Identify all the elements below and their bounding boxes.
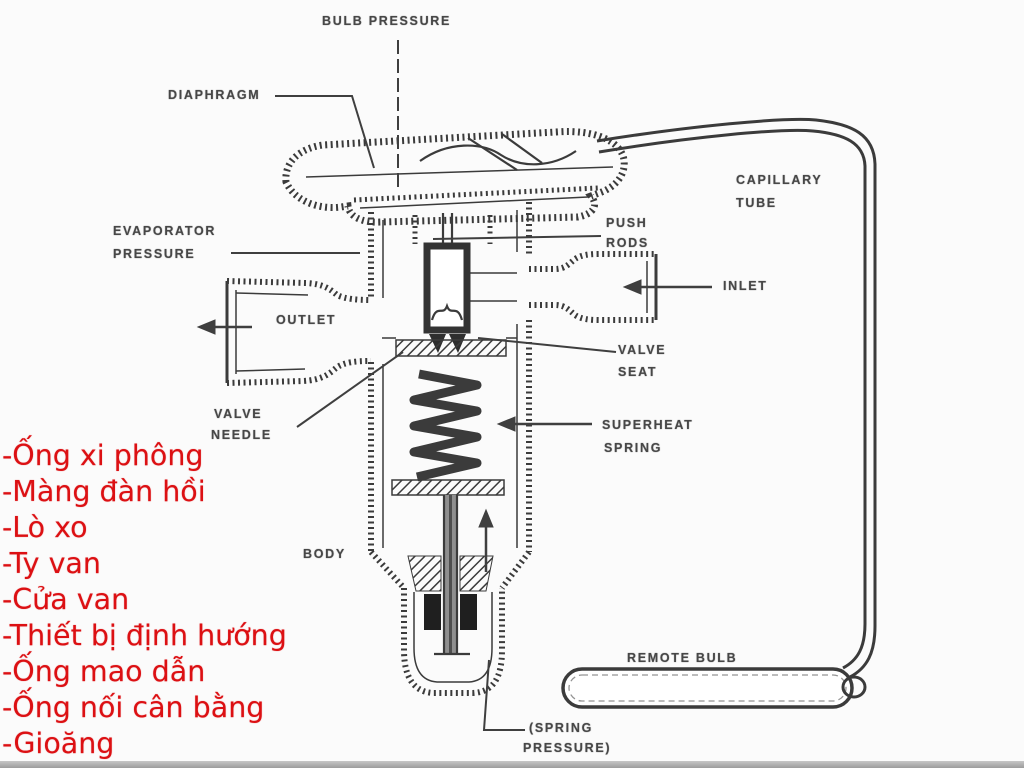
list-item: -Thiết bị định hướng <box>2 619 287 652</box>
valve-needle-label-1: VALVE <box>214 407 263 421</box>
capillary-tube-label-1: CAPILLARY <box>736 173 823 187</box>
superheat-spring-coil <box>391 369 505 496</box>
valve-body <box>368 202 532 696</box>
list-item: -Gioăng <box>2 727 115 760</box>
list-item: -Lò xo <box>2 511 88 544</box>
capillary-tube-line <box>596 117 877 679</box>
spring-pressure-label-2: PRESSURE) <box>523 741 612 755</box>
spring-pressure-arrow-head <box>478 508 494 528</box>
capillary-tube-label-2: TUBE <box>736 196 777 210</box>
diaphragm-housing <box>282 128 628 226</box>
remote-bulb-label: REMOTE BULB <box>627 651 738 665</box>
flow-arrows <box>196 279 712 572</box>
evaporator-pressure-label-2: PRESSURE <box>113 247 196 261</box>
evaporator-pressure-label-1: EVAPORATOR <box>113 224 217 238</box>
spring-pressure-label-1: (SPRING <box>529 721 593 735</box>
valve-seat-label-1: VALVE <box>618 343 667 357</box>
valve-needle-label-2: NEEDLE <box>211 428 272 442</box>
outlet-label: OUTLET <box>276 313 337 327</box>
list-item: -Ty van <box>2 547 101 580</box>
push-rods-label-2: RODS <box>606 236 649 250</box>
bulb-pressure-label: BULB PRESSURE <box>322 14 452 28</box>
list-item: -Ống xi phông <box>2 439 204 472</box>
outlet-arrow-head <box>196 319 216 335</box>
superheat-spring-label-1: SUPERHEAT <box>602 418 694 432</box>
list-item: -Ống nối cân bằng <box>2 691 265 724</box>
list-item: -Màng đàn hồi <box>2 475 206 508</box>
bottom-edge-bar <box>0 761 1024 768</box>
valve-chamber-and-needle <box>412 213 493 353</box>
list-item: -Cửa van <box>2 583 130 616</box>
outlet-pipe <box>225 278 372 386</box>
valve-seat-label-2: SEAT <box>618 365 658 379</box>
inlet-label: INLET <box>723 279 768 293</box>
push-rods-label-1: PUSH <box>606 216 648 230</box>
remote-bulb-shape <box>561 667 867 709</box>
leader-lines <box>231 40 617 731</box>
diaphragm-label: DIAPHRAGM <box>168 88 261 102</box>
valve-stem-and-seals <box>407 495 494 656</box>
valve-seat-plate <box>382 337 517 357</box>
superheat-arrow-head <box>496 416 516 432</box>
body-label: BODY <box>303 547 346 561</box>
list-item: -Ống mao dẫn <box>2 655 206 688</box>
superheat-spring-label-2: SPRING <box>604 441 663 455</box>
vietnamese-parts-list: -Ống xi phông -Màng đàn hồi -Lò xo -Ty v… <box>2 438 287 762</box>
inlet-arrow-head <box>622 279 642 295</box>
